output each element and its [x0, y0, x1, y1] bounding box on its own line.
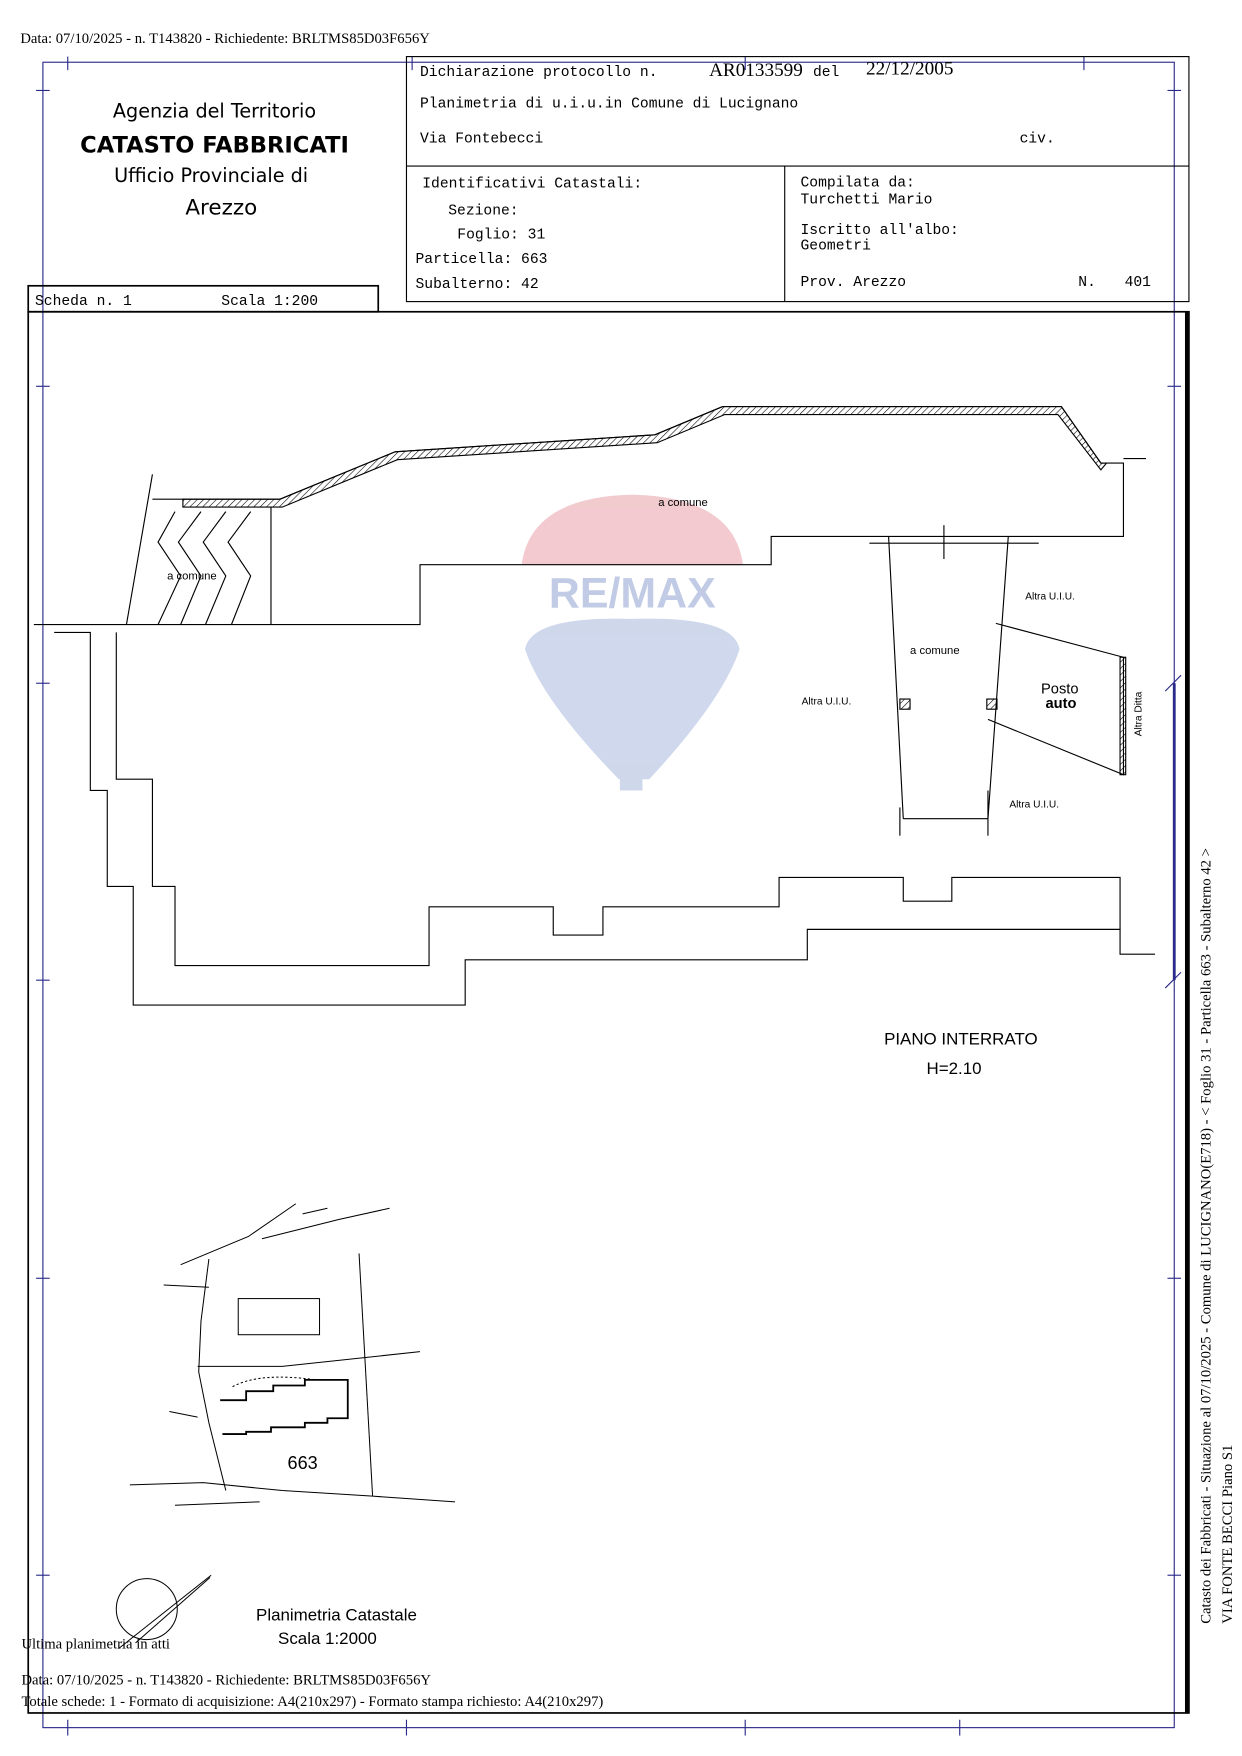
side-address-line: VIA FONTE BECCI Piano S1: [1220, 1445, 1236, 1624]
registration-number: 401: [1125, 275, 1152, 291]
n-label: N.: [1078, 275, 1096, 291]
compiler-label: Compilata da:: [801, 175, 915, 191]
floor-height: H=2.10: [927, 1059, 982, 1078]
catasto-title: CATASTO FABBRICATI: [80, 133, 349, 159]
label-common-left: a comune: [167, 570, 217, 582]
site-map-scale: Scala 1:2000: [278, 1629, 377, 1648]
footer: Ultima planimetria in atti Data: 07/10/2…: [21, 1637, 603, 1711]
plan-labels: a comune a comune a comune Altra U.I.U. …: [167, 497, 1144, 1078]
label-altra-ditta: Altra Ditta: [1134, 691, 1145, 736]
label-altra-uiu: Altra U.I.U.: [1025, 592, 1075, 603]
declaration-label: Dichiarazione protocollo n.: [420, 65, 657, 81]
site-map-title: Planimetria Catastale: [256, 1605, 417, 1624]
declaration-block: Dichiarazione protocollo n. AR0133599 de…: [35, 59, 1151, 310]
civ-label: civ.: [1020, 131, 1055, 147]
address: Via Fontebecci: [420, 131, 543, 147]
province: Prov. Arezzo: [801, 275, 907, 291]
foglio: Foglio: 31: [457, 227, 545, 243]
footer-format-line: Totale schede: 1 - Formato di acquisizio…: [21, 1694, 603, 1710]
scheda-scale: Scala 1:200: [221, 294, 318, 310]
label-altra-uiu: Altra U.I.U.: [802, 697, 852, 708]
particella: Particella: 663: [416, 252, 548, 268]
side-text: Catasto dei Fabbricati - Situazione al 0…: [1198, 848, 1235, 1624]
label-common-top: a comune: [658, 497, 708, 509]
albo-value: Geometri: [801, 239, 872, 255]
albo-label: Iscritto all'albo:: [801, 223, 959, 239]
remax-watermark: RE/MAX: [521, 494, 743, 791]
header-line: Data: 07/10/2025 - n. T143820 - Richiede…: [20, 31, 430, 47]
label-posto: Posto: [1041, 681, 1078, 697]
title-block: [27, 56, 1190, 1714]
planimetria-line: Planimetria di u.i.u.in Comune di Lucign…: [420, 96, 798, 112]
floor-name: PIANO INTERRATO: [884, 1030, 1038, 1049]
label-common-corridor: a comune: [910, 645, 960, 657]
label-altra-uiu: Altra U.I.U.: [1009, 799, 1059, 810]
label-auto: auto: [1046, 696, 1077, 712]
identifiers-title: Identificativi Catastali:: [422, 177, 642, 193]
del-label: del: [813, 65, 839, 81]
ultima-planimetria: Ultima planimetria in atti: [21, 1637, 170, 1653]
agency-block: Agenzia del Territorio CATASTO FABBRICAT…: [80, 100, 349, 221]
side-situation-line: Catasto dei Fabbricati - Situazione al 0…: [1198, 848, 1214, 1624]
office-label: Ufficio Provinciale di: [114, 164, 308, 187]
protocol-number: AR0133599: [709, 60, 803, 81]
scheda-label: Scheda n. 1: [35, 294, 132, 310]
office-city: Arezzo: [185, 196, 257, 221]
site-map: [115, 1203, 456, 1650]
sezione: Sezione:: [448, 204, 518, 220]
footer-request-line: Data: 07/10/2025 - n. T143820 - Richiede…: [21, 1673, 431, 1689]
blue-frame: [36, 56, 1182, 1736]
watermark-text: RE/MAX: [549, 570, 716, 618]
agency-name: Agenzia del Territorio: [113, 100, 316, 123]
subalterno: Subalterno: 42: [416, 277, 539, 293]
parcel-number: 663: [288, 1453, 318, 1473]
declaration-date: 22/12/2005: [866, 59, 953, 80]
compiler-name: Turchetti Mario: [801, 192, 933, 208]
floor-plan: [33, 406, 1156, 1006]
